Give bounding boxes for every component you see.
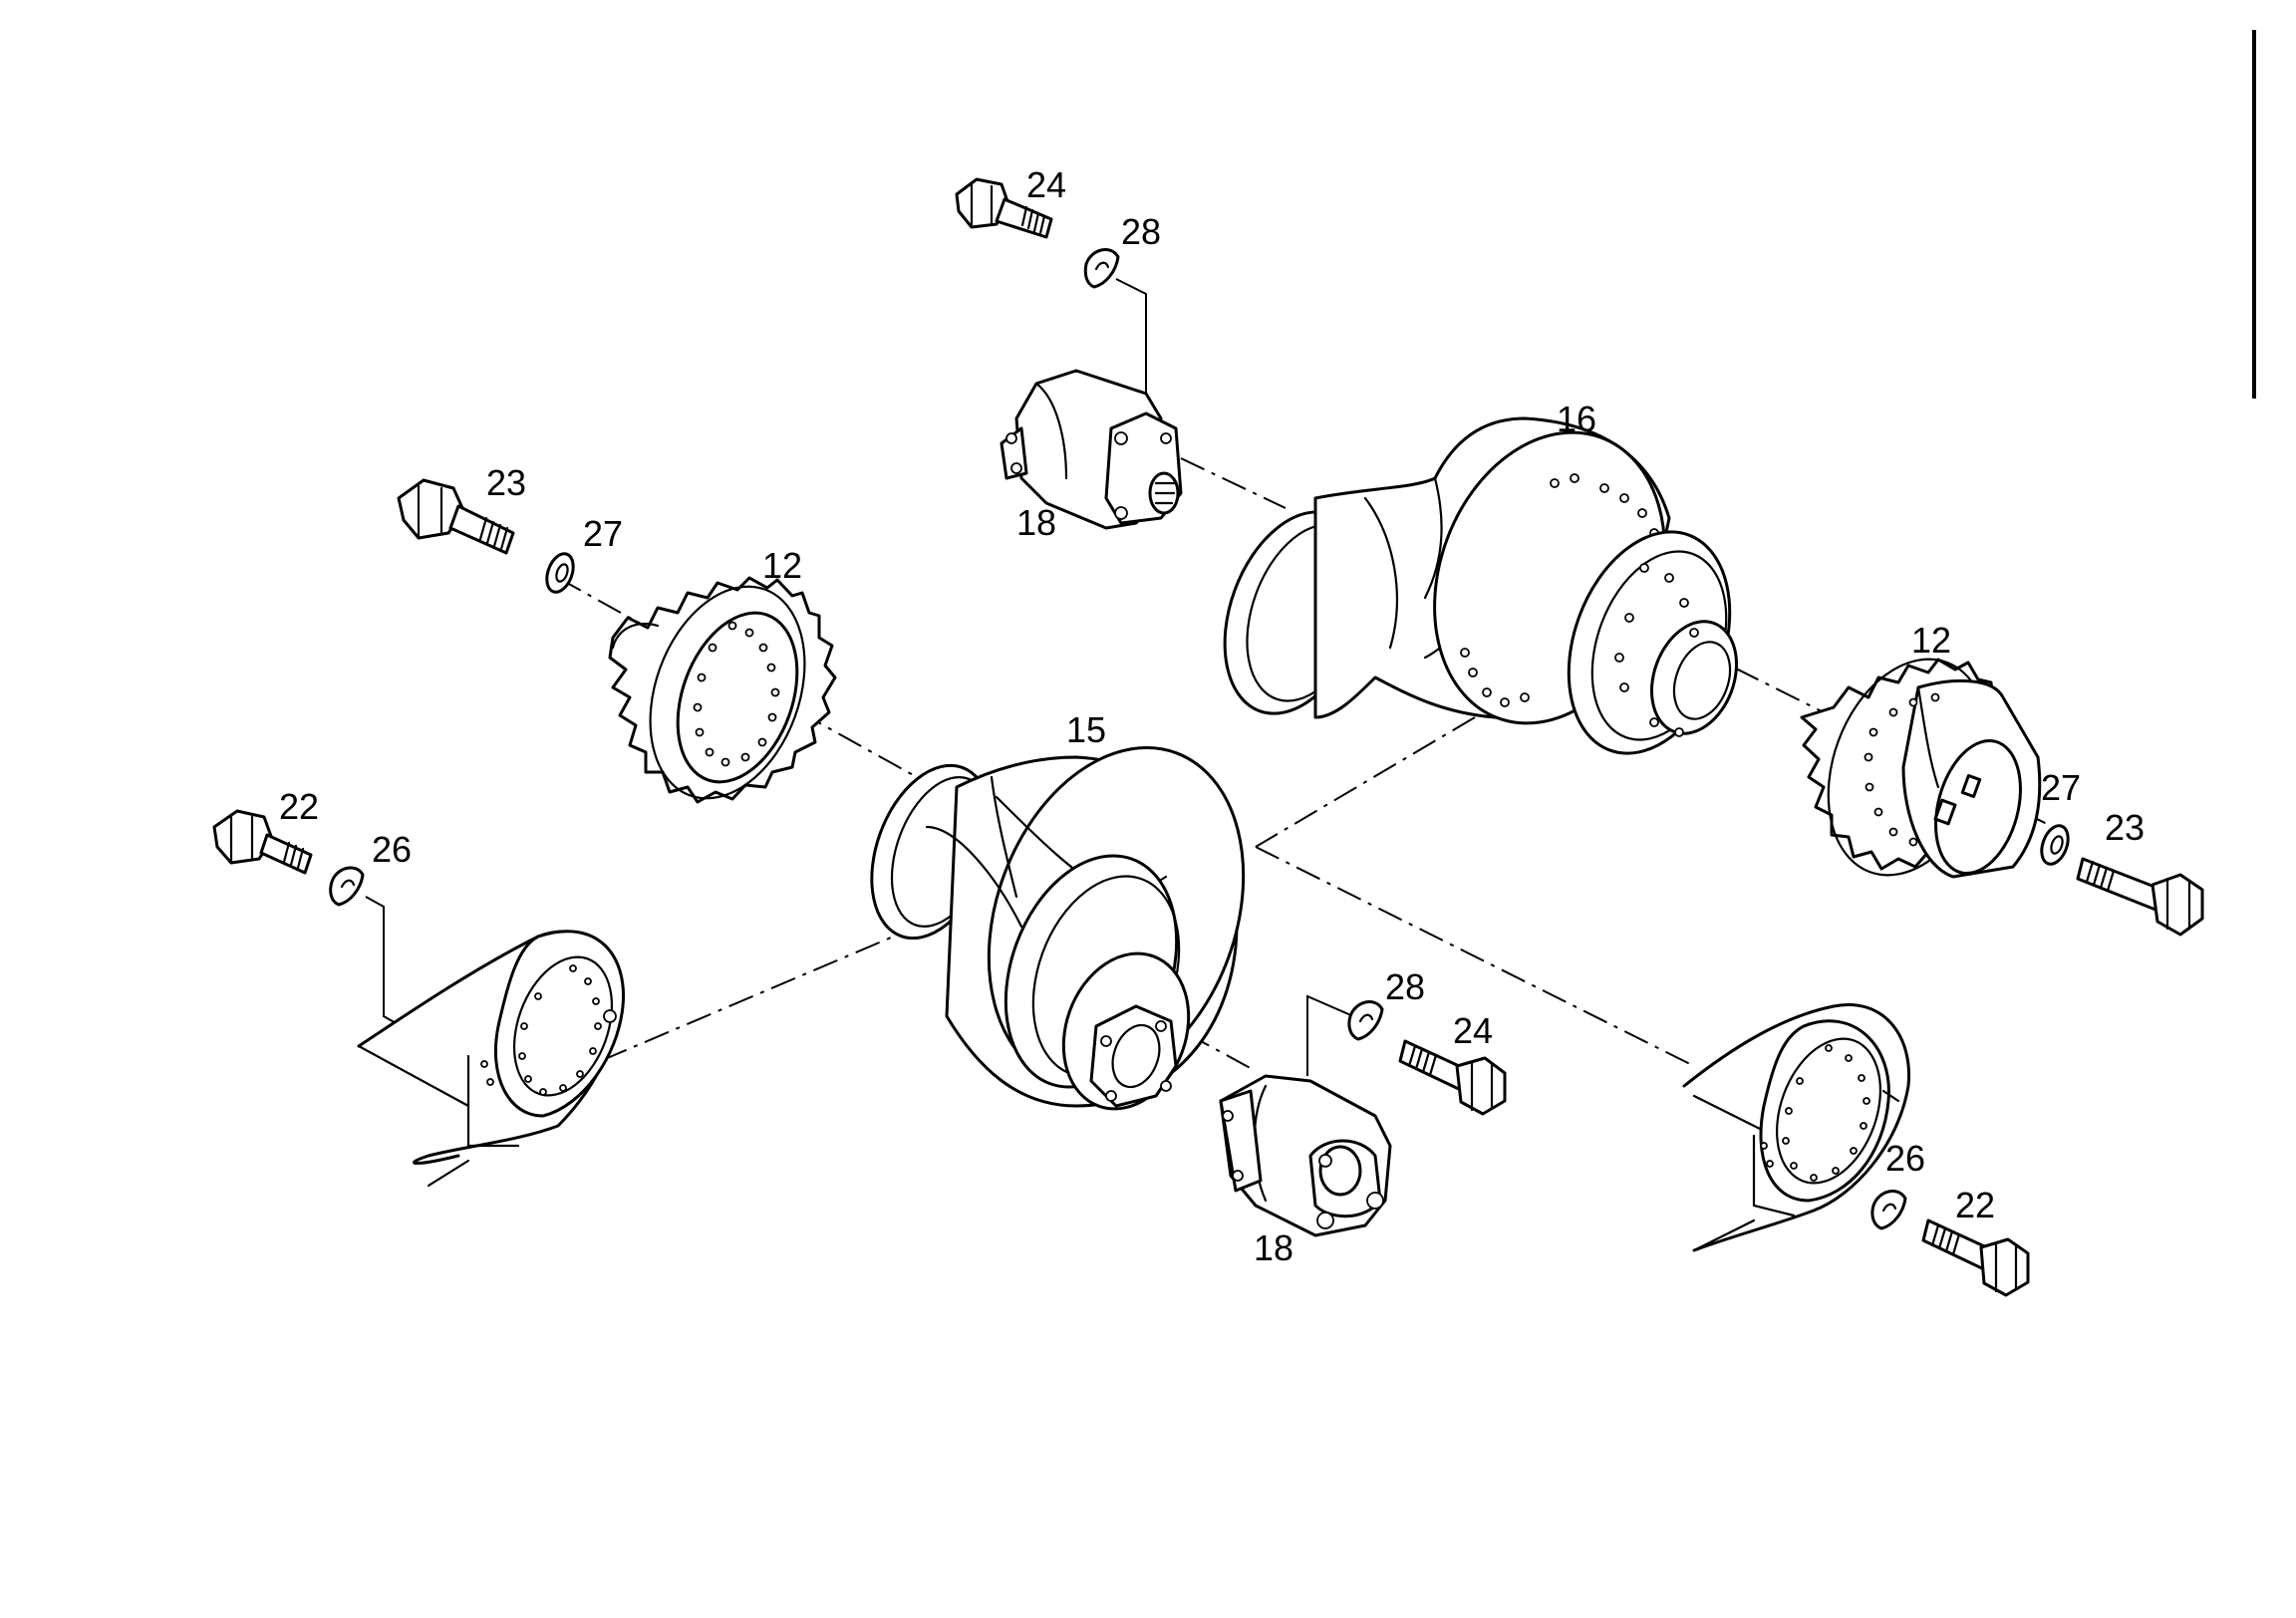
callout-18-bottom: 18 <box>1254 1227 1293 1268</box>
callout-23-left: 23 <box>486 462 526 503</box>
callout-15: 15 <box>1066 709 1106 750</box>
callout-18-top: 18 <box>1016 502 1056 543</box>
callout-26-right: 26 <box>1885 1138 1925 1179</box>
callout-22-right: 22 <box>1955 1185 1995 1225</box>
frame-left-holes <box>480 964 602 1096</box>
bolt-24-bottom <box>1398 1039 1507 1116</box>
washer-26-left <box>329 866 365 907</box>
bolt-23-right <box>2076 857 2204 937</box>
sprocket-12-right-holes <box>1864 692 1940 847</box>
bolt-22-right <box>1921 1218 2030 1297</box>
washer-27-right <box>2040 824 2070 866</box>
frame-right <box>1682 1003 1911 1252</box>
callout-16: 16 <box>1557 399 1596 439</box>
track-drive-15 <box>870 746 1246 1111</box>
bolt-23-left <box>397 478 515 555</box>
track-drive-16 <box>1223 416 1739 755</box>
hydraulic-motor-18-bottom <box>1219 1074 1392 1237</box>
callout-27-right: 27 <box>2041 767 2081 808</box>
callout-28-bottom: 28 <box>1385 966 1425 1007</box>
callout-28-top: 28 <box>1121 211 1161 252</box>
hydraulic-motor-18-top <box>1000 369 1183 530</box>
sprocket-12-left-holes <box>693 621 780 767</box>
callout-22-left: 22 <box>279 786 319 827</box>
bolt-24-top <box>955 177 1053 239</box>
callout-12-right: 12 <box>1911 620 1951 661</box>
callout-27-left: 27 <box>583 513 623 554</box>
callout-labels: 24 28 18 16 23 27 12 15 22 26 12 27 23 2… <box>279 164 2145 1268</box>
callout-26-left: 26 <box>372 829 412 870</box>
callout-12-left: 12 <box>762 545 802 586</box>
washer-27-left <box>545 552 575 594</box>
washer-28-top <box>1083 248 1120 289</box>
bolt-22-left <box>212 809 313 875</box>
frame-left <box>357 930 626 1188</box>
washer-26-right <box>1870 1190 1907 1230</box>
callout-24-top: 24 <box>1026 164 1066 205</box>
drive-16-hub-holes <box>1614 563 1699 737</box>
callout-24-bottom: 24 <box>1453 1010 1493 1051</box>
callout-23-right: 23 <box>2105 807 2145 848</box>
sprocket-12-right <box>1800 658 2042 879</box>
frame-right-holes <box>1760 1044 1870 1182</box>
washer-28-bottom <box>1347 1000 1384 1041</box>
sprocket-12-left <box>608 576 837 804</box>
